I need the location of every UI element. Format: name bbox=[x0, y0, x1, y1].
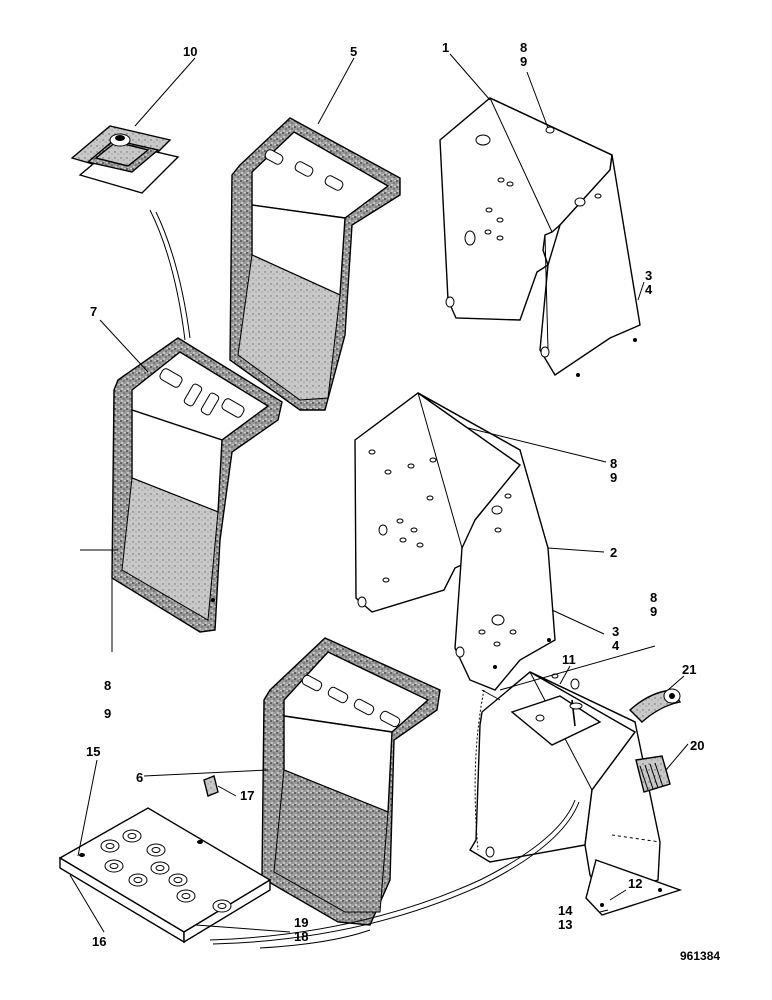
callout-1: 1 bbox=[442, 40, 449, 55]
callout-8: 8 bbox=[610, 456, 617, 471]
callout-12: 12 bbox=[628, 876, 642, 891]
callout-3: 3 bbox=[612, 624, 619, 639]
leader-lines bbox=[69, 53, 689, 933]
callout-13: 13 bbox=[558, 917, 572, 932]
callout-9: 9 bbox=[650, 604, 657, 619]
callout-2: 2 bbox=[610, 545, 617, 560]
callout-10: 10 bbox=[183, 44, 197, 59]
callout-14: 14 bbox=[558, 903, 573, 918]
callout-labels: 10 5 1 8 9 7 3 4 8 9 2 3 4 8 9 8 9 11 21… bbox=[86, 40, 720, 963]
part-1-mounting-bracket bbox=[439, 97, 641, 377]
callout-11: 11 bbox=[562, 652, 576, 667]
part-16-tray bbox=[58, 807, 272, 944]
reference-number: 961384 bbox=[680, 949, 720, 963]
callout-21: 21 bbox=[682, 662, 696, 677]
cable-line bbox=[209, 799, 576, 941]
callout-4: 4 bbox=[612, 638, 620, 653]
cable-line bbox=[149, 209, 186, 341]
callout-15: 15 bbox=[86, 744, 100, 759]
part-21-edge-trim bbox=[628, 688, 682, 723]
callout-17: 17 bbox=[240, 788, 254, 803]
part-10-gaiter bbox=[70, 125, 180, 194]
callout-20: 20 bbox=[690, 738, 704, 753]
callout-18: 18 bbox=[294, 929, 308, 944]
part-5-console-cover bbox=[229, 117, 401, 411]
callout-9: 9 bbox=[610, 470, 617, 485]
part-20-grommet bbox=[635, 755, 671, 793]
callout-8: 8 bbox=[104, 678, 111, 693]
callout-8: 8 bbox=[650, 590, 657, 605]
callout-19: 19 bbox=[294, 915, 308, 930]
part-6-console-cover bbox=[261, 637, 441, 926]
callout-9: 9 bbox=[104, 706, 111, 721]
callout-7: 7 bbox=[90, 304, 97, 319]
callout-5: 5 bbox=[350, 44, 357, 59]
callout-6: 6 bbox=[136, 770, 143, 785]
callout-3: 3 bbox=[645, 268, 652, 283]
part-17-clip bbox=[203, 775, 219, 797]
callout-8: 8 bbox=[520, 40, 527, 55]
part-7-console-cover bbox=[111, 337, 283, 633]
callout-9: 9 bbox=[520, 54, 527, 69]
part-11-mounting-bracket bbox=[469, 671, 683, 916]
callout-16: 16 bbox=[92, 934, 106, 949]
part-2-mounting-bracket bbox=[354, 392, 556, 691]
callout-4: 4 bbox=[645, 282, 653, 297]
